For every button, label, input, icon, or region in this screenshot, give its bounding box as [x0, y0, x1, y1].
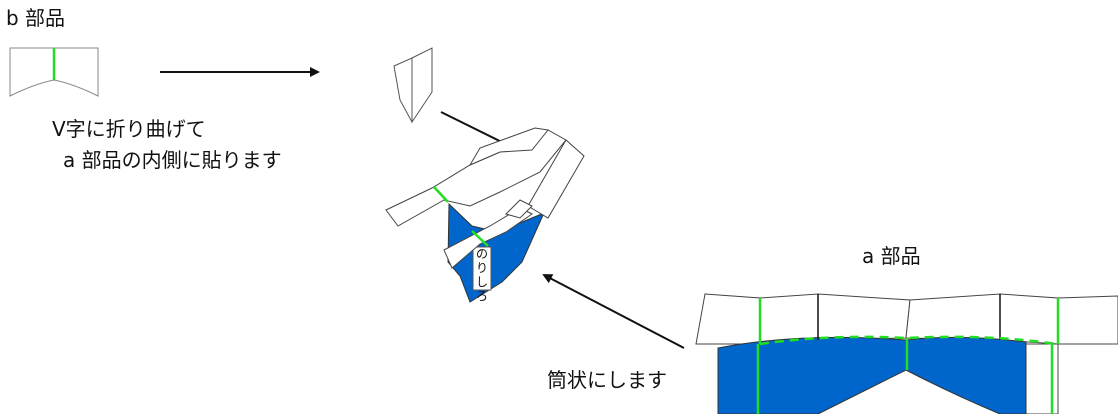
assembled-crease-lower	[471, 230, 489, 247]
a-part-flat	[695, 293, 1118, 414]
assembled-model	[385, 127, 585, 303]
paste-inside-instruction: a 部品の内側に貼ります	[63, 148, 282, 172]
a-part-blue-body	[717, 336, 1027, 414]
assembled-crease-upper	[433, 186, 449, 203]
b-part-flat	[9, 47, 99, 97]
fold-v-instruction: V字に折り曲げて	[52, 117, 206, 141]
b-part-label: b 部品	[6, 6, 66, 30]
make-tube-instruction: 筒状にします	[547, 368, 667, 392]
tube-arrow	[542, 274, 685, 349]
a-part-label: a 部品	[862, 244, 921, 268]
glue-tab	[472, 246, 492, 291]
glue-tab-label: のりしろ	[475, 247, 488, 303]
b-part-folded	[393, 47, 433, 124]
